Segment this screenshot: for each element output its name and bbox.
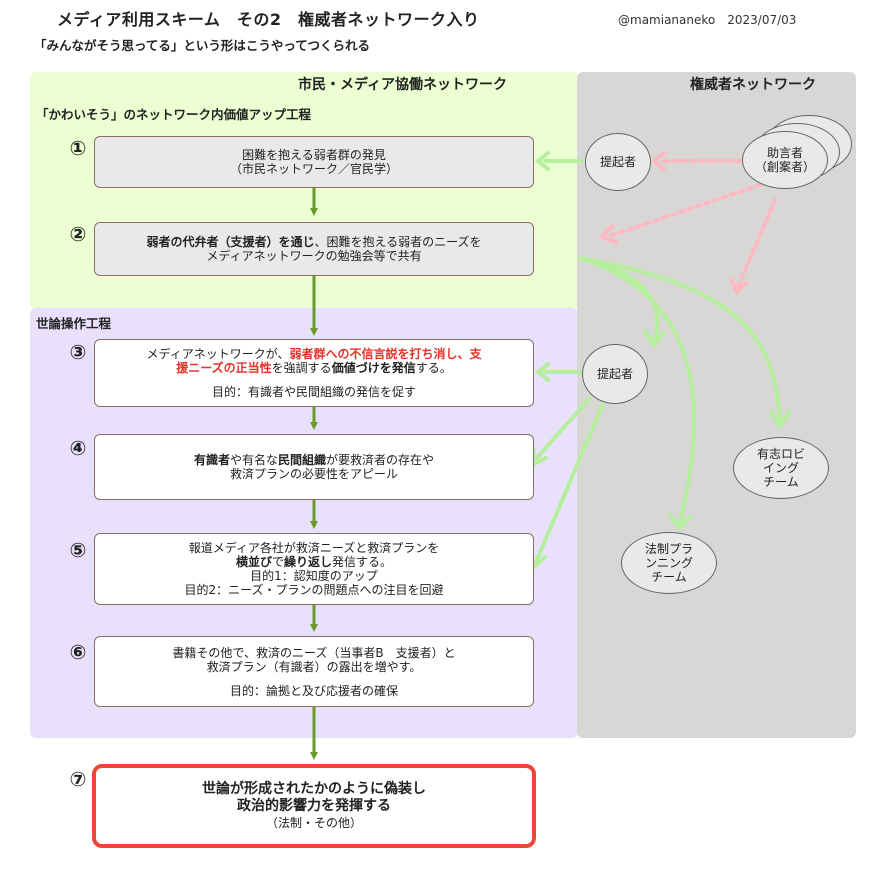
value-up-section-label: 「かわいそう」のネットワーク内価値アップ工程 [36,107,312,122]
step-2-bold-text: 弱者の代弁者（支援者）を通じ [146,235,315,249]
step-5-bold-1: 横並び [235,555,272,569]
pink-head-step2 [598,224,618,244]
step-number-6: ⑥ [69,640,87,664]
step-5-text-a: で [271,555,284,569]
legal-label-3: チーム [651,570,687,584]
legal-planning-team-node: 法制プラ ンニング チーム [621,532,717,594]
page-title: メディア利用スキーム その2 権威者ネットワーク入り [57,10,480,29]
pink-arrow-to-step2 [608,183,762,238]
step-1-box: 困難を抱える弱者群の発見 （市民ネットワーク／官民学） [94,136,534,188]
step-7-line2: 政治的影響力を発揮する [237,797,391,814]
arrow-proposer-to-step5 [534,402,605,564]
step-6-box: 書籍その他で、救済のニーズ（当事者B 支援者）と 救済プラン（有識者）の露出を増… [94,636,534,707]
proposer-top-label: 提起者 [599,155,636,169]
curve-to-proposer [578,256,660,342]
proposer-node-mid: 提起者 [582,344,648,404]
lobby-label-1: 有志ロビ [756,447,805,461]
citizen-media-title: 市民・メディア協働ネットワーク [298,77,508,93]
step-4-bold-1: 有識者 [193,453,230,467]
step-3-red-text-1: 弱者群への不信言説を打ち消し、支 [289,347,482,361]
step-3-bold-text: 価値づけを発信 [331,361,416,375]
step-3-text-b: を強調する [271,361,332,375]
step-5-text-c: 発信する。 [332,555,393,569]
step-6-line2: 救済プラン（有識者）の露出を増やす。 [206,659,422,674]
arrow-proposer-to-step4 [533,396,592,462]
step-2-text: 、困難を抱える弱者のニーズを [314,235,482,249]
arrow-head-legal [668,513,692,532]
authority-title: 権威者ネットワーク [690,77,816,93]
step-5-line2: 横並びで繰り返し発信する。 [236,555,392,569]
step-4-box: 有識者や有名な民間組織が要救済者の存在や 救済プランの必要性をアピール [94,434,534,500]
step-4-text-a: や有名な [229,453,278,467]
legal-label-1: 法制プラ [644,542,693,556]
advisor-label-2: （創案者） [754,160,815,174]
arrow-head-step3 [534,362,550,382]
step-2-box: 弱者の代弁者（支援者）を通じ、困難を抱える弱者のニーズを メディアネットワークの… [94,222,534,276]
lobbying-team-node: 有志ロビ イング チーム [733,437,829,499]
step-number-7: ⑦ [69,767,87,791]
step-number-1: ① [69,136,87,160]
step-5-box: 報道メディア各社が救済ニーズと救済プランを 横並びで繰り返し発信する。 目的1：… [94,533,534,605]
step-3-red-text-2: 援ニーズの正当性 [176,361,272,375]
curve-to-lobby [578,256,782,422]
curve-to-legal [578,256,696,524]
step-7-line1: 世論が形成されたかのように偽装し [202,780,426,797]
step-7-box: 世論が形成されたかのように偽装し 政治的影響力を発揮する （法制・その他） [92,764,536,848]
step-4-text-c: が要救済者の存在や [326,453,435,467]
step-3-text-a: メディアネットワークが、 [146,347,290,361]
step-2-line1: 弱者の代弁者（支援者）を通じ、困難を抱える弱者のニーズを [146,235,481,249]
step-7-line3: （法制・その他） [265,815,362,830]
step-3-line2: 援ニーズの正当性を強調する価値づけを発信する。 [176,361,451,375]
arrow-head-step1 [534,151,550,171]
proposer-node-top: 提起者 [585,133,651,191]
page-subtitle: 「みんながそう思ってる」という形はこうやってつくられる [34,38,371,53]
step-number-4: ④ [69,436,87,460]
step-5-purpose-1: 目的1：認知度のアップ [250,569,378,583]
lobby-label-2: イング [762,461,799,475]
step-5-purpose-2: 目的2：ニーズ・プランの問題点への注目を回避 [184,583,444,597]
step-4-bold-2: 民間組織 [278,453,327,467]
legal-label-2: ンニング [644,556,693,570]
step-6-line1: 書籍その他で、救済のニーズ（当事者B 支援者）と [172,645,456,660]
step-number-3: ③ [69,340,87,364]
step-5-line1: 報道メディア各社が救済ニーズと救済プランを [188,541,440,555]
step-5-bold-2: 繰り返し [284,555,333,569]
pink-head-proposer [650,151,666,171]
step-number-5: ⑤ [69,538,87,562]
arrow-head-lobby [769,410,791,430]
step-1-line2: （市民ネットワーク／官民学） [229,162,398,176]
pink-head-down [729,278,748,296]
step-number-2: ② [69,222,87,246]
opinion-section-label: 世論操作工程 [36,316,112,331]
step-6-purpose: 目的：論拠と及び応援者の確保 [229,683,398,698]
advisor-label-1: 助言者 [766,146,803,160]
step-1-line1: 困難を抱える弱者群の発見 [242,148,386,162]
pink-arrow-downward [736,198,777,289]
step-3-text-c: する。 [415,361,452,375]
step-3-line1: メディアネットワークが、弱者群への不信言説を打ち消し、支 [147,347,482,361]
arrow-head-proposer [643,329,666,349]
proposer-mid-label: 提起者 [596,367,633,381]
step-3-purpose: 目的：有識者や民間組織の発信を促す [211,385,416,399]
step-4-line1: 有識者や有名な民間組織が要救済者の存在や [194,453,434,467]
step-2-line2: メディアネットワークの勉強会等で共有 [206,249,422,263]
lobby-label-3: チーム [763,475,799,489]
step-4-line2: 救済プランの必要性をアピール [229,467,398,481]
step-3-box: メディアネットワークが、弱者群への不信言説を打ち消し、支 援ニーズの正当性を強調… [94,339,534,407]
author-date: @mamiananeko 2023/07/03 [618,13,797,27]
advisor-node: 助言者 （創案者） [742,131,828,189]
